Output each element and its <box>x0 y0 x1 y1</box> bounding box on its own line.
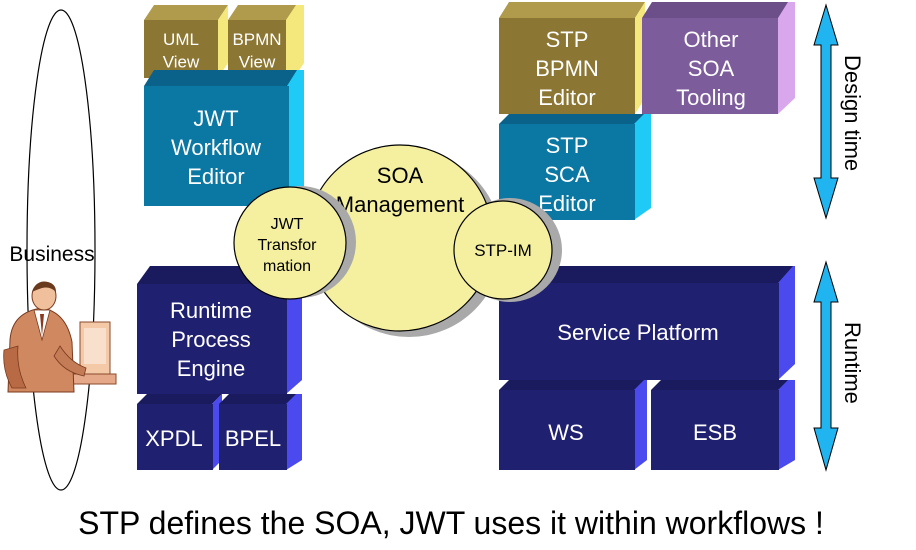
runtime-label: Runtime <box>840 322 865 404</box>
xpdl-label: XPDL <box>145 426 202 451</box>
design-time-arrow <box>813 3 839 220</box>
service-platform-label: Service Platform <box>557 320 718 345</box>
bpel-box: BPEL <box>219 394 302 470</box>
business-ellipse <box>26 9 96 491</box>
caption: STP defines the SOA, JWT uses it within … <box>78 505 824 541</box>
business-label: Business <box>9 243 94 266</box>
ws-box: WS <box>499 380 647 470</box>
businessman-at-computer-icon <box>3 281 117 393</box>
runtime-arrow <box>813 260 839 472</box>
bpel-label: BPEL <box>225 426 281 451</box>
stp-im-label: STP-IM <box>474 241 532 260</box>
esb-label: ESB <box>693 420 737 445</box>
ws-label: WS <box>548 420 583 445</box>
xpdl-box: XPDL <box>137 394 222 470</box>
stp-im-circle: STP-IM <box>453 198 562 302</box>
esb-box: ESB <box>651 380 795 470</box>
design-time-label: Design time <box>840 55 865 171</box>
service-platform-box: Service Platform <box>499 266 795 380</box>
